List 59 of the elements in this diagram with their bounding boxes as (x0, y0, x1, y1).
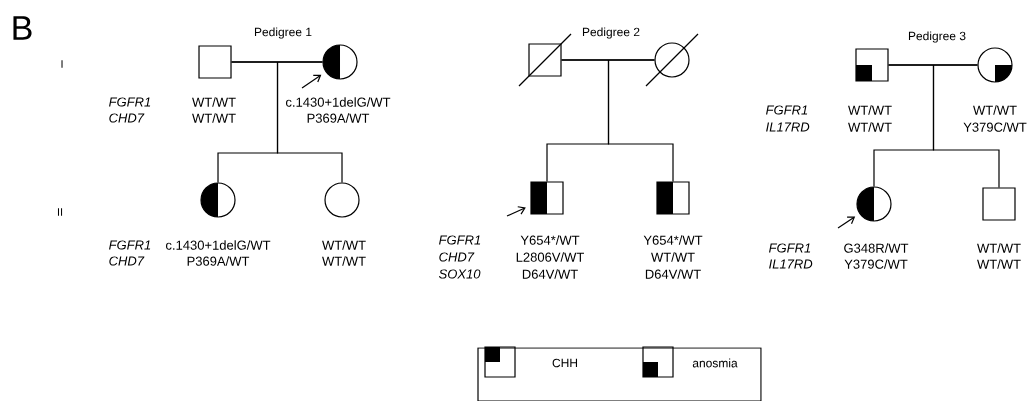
male-square (855, 48, 889, 82)
male-square (530, 181, 564, 215)
female-circle (856, 186, 892, 222)
gene-name: FGFR1 (109, 240, 151, 250)
female-circle (322, 44, 358, 80)
male-square (518, 33, 572, 87)
gene-name: SOX10 (438, 269, 481, 279)
gene-name: FGFR1 (109, 97, 151, 107)
gene-name: FGFR1 (769, 243, 811, 253)
gene-name: CHD7 (109, 256, 145, 266)
proband-arrow (301, 74, 322, 89)
genotype-text: Y654*/WT (643, 235, 703, 245)
genotype-text: Y654*/WT (520, 235, 580, 245)
gene-name: IL17RD (766, 122, 810, 132)
female-circle (324, 182, 360, 218)
descent-line (888, 64, 1000, 188)
genotype-text: WT/WT (322, 240, 366, 250)
proband-arrow (837, 216, 856, 229)
genotype-text: Y379C/WT (963, 122, 1027, 132)
genotype-text: L2806V/WT (516, 252, 584, 262)
gene-name: CHD7 (109, 113, 145, 123)
generation-label: II (58, 208, 63, 216)
pedigree-title: Pedigree 1 (255, 27, 312, 39)
genotype-text: WT/WT (977, 243, 1021, 253)
genotype-text: Y379C/WT (844, 259, 908, 269)
generation-label: I (61, 60, 63, 68)
genotype-text: WT/WT (651, 252, 695, 262)
male-square (982, 187, 1016, 221)
descent-line (561, 59, 674, 182)
legend-text: anosmia (692, 358, 738, 368)
genotype-text: WT/WT (848, 105, 892, 115)
legend-text: CHH (552, 358, 577, 368)
gene-name: FGFR1 (439, 235, 481, 245)
gene-name: IL17RD (769, 259, 813, 269)
pedigree-title: Pedigree 3 (908, 31, 966, 43)
panel-letter: B (13, 16, 32, 40)
genotype-text: WT/WT (192, 113, 236, 123)
genotype-text: c.1430+1delG/WT (166, 240, 271, 250)
genotype-text: D64V/WT (645, 269, 701, 279)
gene-name: FGFR1 (766, 105, 808, 115)
male-square (656, 181, 690, 215)
pedigree-title: Pedigree 2 (582, 27, 640, 39)
female-circle (977, 47, 1013, 83)
gene-name: CHD7 (439, 252, 475, 262)
proband-arrow (506, 206, 526, 217)
female-circle (200, 182, 236, 218)
genotype-text: P369A/WT (307, 113, 370, 123)
genotype-text: WT/WT (977, 259, 1021, 269)
genotype-text: c.1430+1delG/WT (286, 97, 391, 107)
male-square (198, 45, 232, 79)
descent-line (231, 61, 343, 183)
genotype-text: WT/WT (973, 105, 1017, 115)
genotype-text: G348R/WT (844, 243, 909, 253)
genotype-text: WT/WT (322, 256, 366, 266)
genotype-text: WT/WT (848, 122, 892, 132)
female-circle (645, 33, 699, 87)
genotype-text: WT/WT (192, 97, 236, 107)
genotype-text: D64V/WT (522, 269, 578, 279)
genotype-text: P369A/WT (187, 256, 250, 266)
